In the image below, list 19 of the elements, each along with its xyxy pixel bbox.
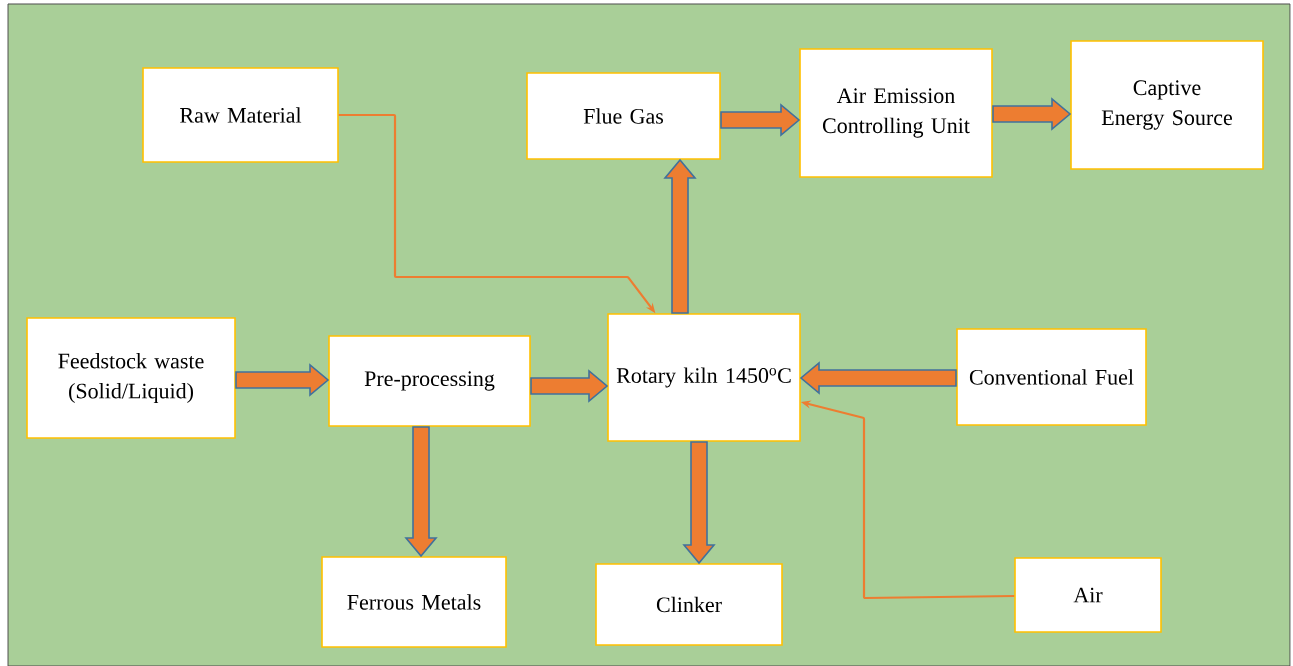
process-box: Clinker [595,563,783,646]
process-box: Raw Material [142,67,339,163]
block-arrow [720,103,801,137]
process-box: Ferrous Metals [321,556,507,648]
process-box: Flue Gas [526,72,721,160]
process-box: Air Emission Controlling Unit [799,48,993,178]
block-arrow [992,97,1072,131]
process-box: Pre-processing [328,335,531,427]
process-box: Captive Energy Source [1070,40,1264,170]
process-box: Feedstock waste (Solid/Liquid) [26,317,236,439]
block-arrow [663,158,697,314]
block-arrow [235,363,330,397]
block-arrow [530,369,609,403]
process-box: Conventional Fuel [956,328,1147,426]
process-box: Air [1014,557,1162,633]
block-arrow [682,441,716,565]
process-box: Rotary kiln 1450$^{o}$C [607,313,801,442]
block-arrow [799,361,957,395]
block-arrow [404,426,438,558]
